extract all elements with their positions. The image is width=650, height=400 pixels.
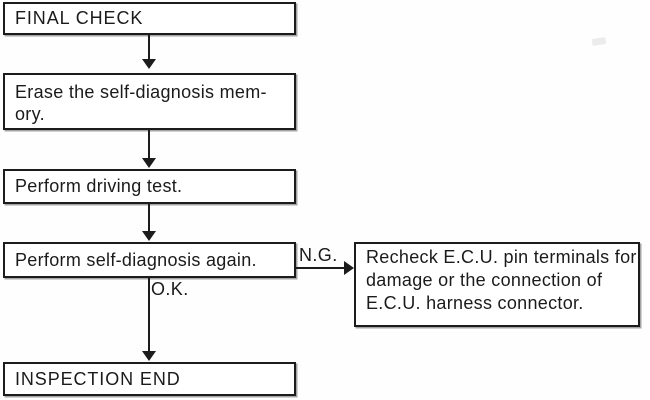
arrowhead-down-icon [142, 59, 156, 69]
erase-memory-line1: Erase the self-diagnosis mem- [15, 82, 267, 102]
connector-selfdiag-to-recheck [296, 261, 354, 275]
final-check-label: FINAL CHECK [15, 8, 144, 28]
erase-memory-box: Erase the self-diagnosis mem- ory. [3, 73, 296, 130]
scan-smudge-artifact [591, 37, 607, 46]
recheck-ecu-box: Recheck E.C.U. pin terminals for damage … [354, 242, 640, 327]
driving-test-box: Perform driving test. [3, 169, 296, 204]
inspection-end-label: INSPECTION END [15, 368, 181, 389]
connector-drive-to-selfdiag [142, 204, 156, 241]
self-diagnosis-label: Perform self-diagnosis again. [15, 249, 257, 270]
self-diagnosis-box: Perform self-diagnosis again. [3, 242, 296, 278]
arrowhead-right-icon [344, 261, 354, 275]
arrow-shaft [148, 204, 150, 232]
arrow-shaft [148, 278, 150, 352]
recheck-ecu-line1: Recheck E.C.U. pin terminals for [366, 247, 637, 267]
ok-branch-label: O.K. [151, 279, 189, 299]
ng-branch-label: N.G. [299, 245, 338, 265]
recheck-ecu-line3: E.C.U. harness connector. [366, 293, 584, 313]
connector-selfdiag-to-end [142, 278, 156, 361]
erase-memory-line2: ory. [15, 104, 45, 124]
connector-final-to-erase [142, 35, 156, 69]
final-check-box: FINAL CHECK [3, 2, 296, 35]
arrow-shaft [148, 35, 150, 60]
arrowhead-down-icon [142, 351, 156, 361]
inspection-end-box: INSPECTION END [3, 362, 296, 396]
arrowhead-down-icon [142, 231, 156, 241]
arrow-shaft [296, 267, 345, 269]
driving-test-label: Perform driving test. [15, 176, 183, 196]
recheck-ecu-line2: damage or the connection of [366, 270, 603, 290]
connector-erase-to-drive [142, 130, 156, 168]
arrow-shaft [148, 130, 150, 159]
arrowhead-down-icon [142, 158, 156, 168]
